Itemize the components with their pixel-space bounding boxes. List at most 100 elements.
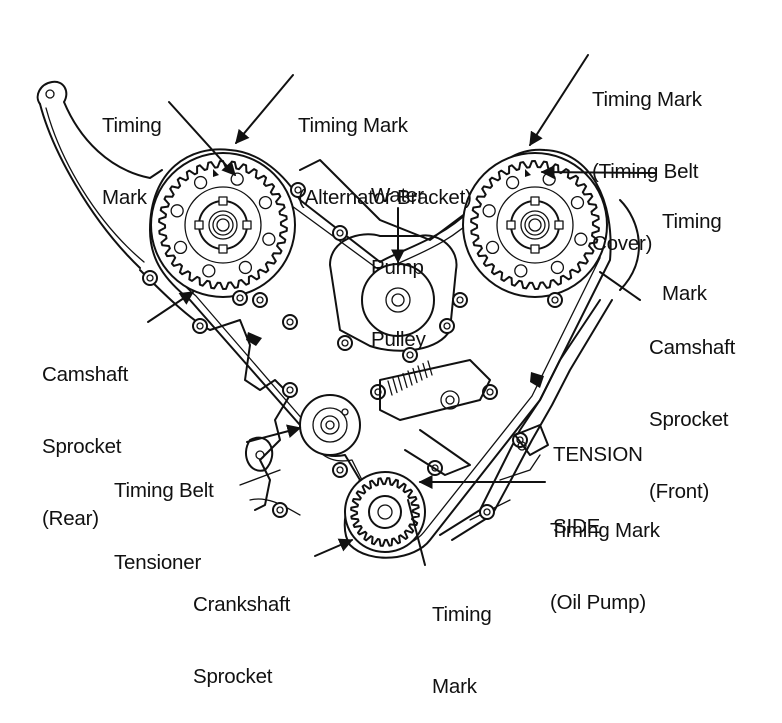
- spring-coil: [387, 380, 393, 396]
- spring-coil: [402, 372, 408, 389]
- bolt: [192, 318, 208, 334]
- label-timing-mark-timing-belt-cover: Timing Mark (Timing Belt Cover): [592, 40, 702, 280]
- bolt: [332, 225, 348, 241]
- label-line: Mark: [662, 282, 707, 305]
- label-camshaft-sprocket-front: Camshaft Sprocket (Front): [649, 288, 735, 528]
- bolt: [439, 318, 455, 334]
- leader-tensioner: [246, 424, 302, 443]
- sprocket-key: [554, 220, 564, 230]
- sprocket-key: [530, 244, 540, 254]
- crank-teeth: [350, 477, 420, 547]
- sprocket-hub-ring: [496, 186, 574, 264]
- spring-coil: [412, 367, 418, 384]
- label-line: Timing Mark: [592, 88, 702, 111]
- sprocket-key: [506, 220, 516, 230]
- sprocket-hole: [570, 195, 585, 210]
- label-line: (Rear): [42, 507, 99, 530]
- label-camshaft-sprocket-rear: Camshaft Sprocket (Rear): [42, 315, 128, 555]
- bolt: [402, 347, 418, 363]
- bolt-center: [276, 506, 284, 514]
- label-water-pump-pulley: Water Pump Pulley: [371, 136, 426, 376]
- bolt-center: [294, 186, 302, 194]
- label-timing-belt-tensioner: Timing Belt Tensioner: [114, 431, 214, 599]
- bolt-center: [443, 322, 451, 330]
- label-line: TENSION: [553, 443, 643, 466]
- timing-belt-tensioner-pulley: [299, 394, 361, 456]
- bolt-center: [196, 322, 204, 330]
- sprocket-hole: [170, 204, 184, 218]
- label-line: Pump: [371, 256, 424, 279]
- label-timing-mark-alternator-bracket: Timing Mark (Alternator Bracket): [298, 66, 472, 234]
- bolt: [272, 502, 288, 518]
- label-crankshaft-sprocket: Crankshaft Sprocket: [193, 545, 290, 713]
- sprocket-hole: [505, 175, 520, 190]
- label-line: Timing: [662, 210, 722, 233]
- label-timing-mark-front: Timing Mark: [662, 162, 722, 330]
- sprocket-hole: [202, 264, 216, 278]
- sprocket-hole: [258, 195, 273, 210]
- bolt-center: [341, 339, 349, 347]
- spring-coil: [392, 377, 398, 394]
- bolt-center: [336, 229, 344, 237]
- label-line: Mark: [432, 675, 477, 698]
- bolt: [282, 314, 298, 330]
- label-line: Pulley: [371, 328, 426, 351]
- label-line: Camshaft: [649, 336, 736, 359]
- sprocket-hole: [542, 172, 556, 186]
- bolt: [370, 384, 386, 400]
- label-line: Water: [371, 184, 424, 207]
- label-line: (Front): [649, 480, 710, 503]
- label-line: (Timing Belt: [592, 160, 699, 183]
- sprocket-hole: [173, 240, 188, 255]
- timing-mark-triangle: [213, 169, 219, 177]
- leader-camshaft-front: [599, 271, 641, 301]
- sprocket-hole: [238, 260, 253, 275]
- bolt-group: [142, 182, 563, 520]
- camshaft-sprocket-rear: [150, 152, 296, 298]
- leader-timing-mark-cover: [529, 54, 589, 147]
- bolt-center: [486, 388, 494, 396]
- leader-timing-mark-alternator: [235, 74, 294, 145]
- alternator-bracket-arm: [36, 80, 163, 269]
- bolt: [452, 292, 468, 308]
- sprocket-bolt-ring: [216, 218, 230, 232]
- label-line: (Oil Pump): [550, 591, 646, 614]
- bolt: [282, 382, 298, 398]
- sprocket-key: [242, 220, 252, 230]
- sprocket-hole: [262, 232, 276, 246]
- label-line: Timing Mark: [298, 114, 408, 137]
- bolt: [290, 182, 306, 198]
- sprocket-bolt-ring: [212, 214, 234, 236]
- sprocket-hole: [514, 264, 528, 278]
- timing-mark-triangle: [525, 169, 531, 177]
- timing-belt-diagram: [36, 54, 656, 566]
- label-line: Timing: [432, 603, 492, 626]
- label-line: Timing Belt: [114, 479, 214, 502]
- sprocket-teeth: [158, 160, 288, 290]
- crankshaft-sprocket: [344, 471, 426, 553]
- bolt-center: [551, 296, 559, 304]
- leader-lines: [147, 54, 656, 566]
- bolt-center: [483, 508, 491, 516]
- bolt: [142, 270, 158, 286]
- sprocket-key: [194, 220, 204, 230]
- label-line: Crankshaft: [193, 593, 291, 616]
- label-timing-mark-crank: Timing Mark: [432, 555, 492, 723]
- sprocket-key: [530, 196, 540, 206]
- leader-timing-mark-crank: [407, 499, 426, 566]
- camshaft-sprocket-front: [462, 152, 608, 298]
- label-tension-side: TENSION SIDE: [553, 395, 643, 563]
- label-line: Timing: [102, 114, 162, 137]
- leader-timing-mark-rear: [168, 101, 236, 177]
- sprocket-bolt-ring: [524, 214, 546, 236]
- sprocket-bolt-ring: [528, 218, 542, 232]
- tensioner-bracket: [245, 332, 549, 476]
- label-line: Cover): [592, 232, 653, 255]
- sprocket-key: [218, 196, 228, 206]
- leader-timing-mark-front: [540, 165, 656, 180]
- label-line: Mark: [102, 186, 147, 209]
- label-timing-mark-rear: Timing Mark: [102, 66, 162, 234]
- bolt: [252, 292, 268, 308]
- leader-crankshaft: [314, 538, 354, 557]
- sprocket-hole: [230, 172, 244, 186]
